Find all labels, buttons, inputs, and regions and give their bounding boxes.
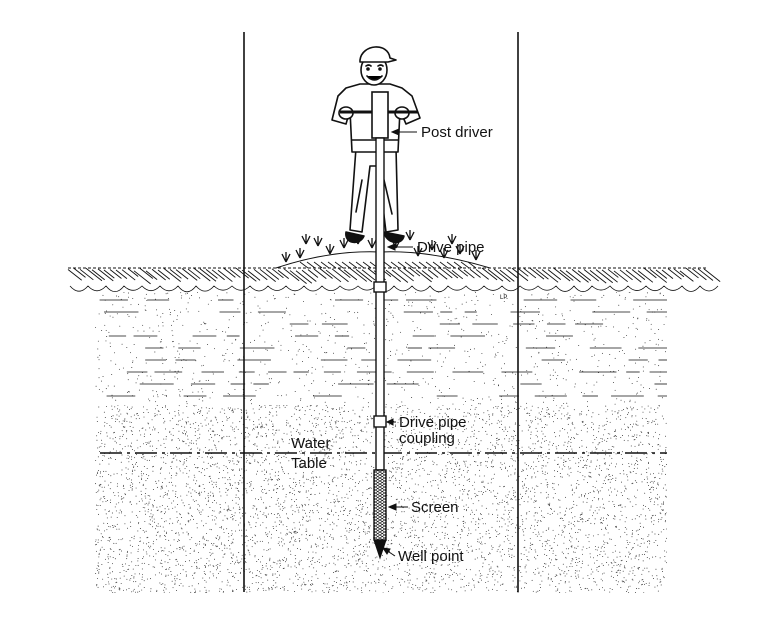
drive-pipe-arrowhead [386,243,396,251]
coupling-label-line1: Drive pipe [399,414,467,431]
screen-mesh [374,470,386,540]
water-table-label-line1: Water [291,435,330,452]
post-driver-label: Post driver [421,124,493,141]
upper-soil-layer [95,292,667,405]
drive-pipe-coupling [373,415,387,428]
post-driver [371,91,389,139]
water-table-label-line2: Table [291,455,327,472]
artist-mark: LP [500,295,507,301]
well-point-arrowhead [381,547,391,555]
well-point-label: Well point [398,548,464,565]
post-driver-arrowhead [390,128,400,136]
coupling-label-line2: coupling [399,430,455,447]
well-point [373,539,387,560]
drive-pipe-label: Drive pipe [417,239,485,256]
topsoil-layer [67,251,721,293]
screen-label: Screen [411,499,459,516]
grass-tufts [281,230,481,263]
saturated-sand-layer [95,405,667,593]
coupling-arrowhead [385,418,394,426]
pipe-coupling-upper [373,281,387,293]
screen-arrowhead [387,503,397,511]
